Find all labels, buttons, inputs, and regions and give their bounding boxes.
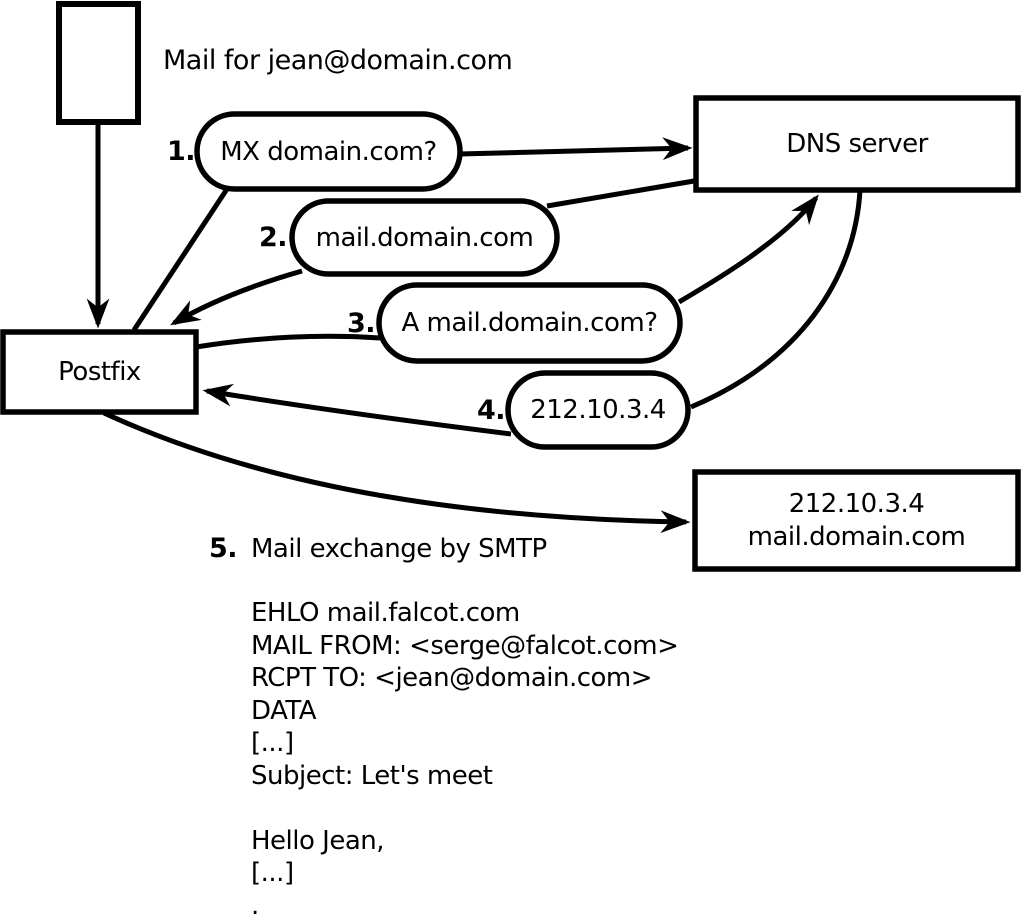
dns-server-box (693, 95, 1021, 193)
answer-mx-pill (289, 198, 560, 277)
arrow-smtp-to-mailserver (102, 410, 691, 534)
answer-mx-label: mail.domain.com (315, 222, 534, 253)
answer-a-label: 212.10.3.4 (530, 395, 666, 425)
postfix-label: Postfix (58, 357, 141, 387)
step-1-number: 1. (166, 135, 196, 167)
dns-server-label: DNS server (786, 129, 928, 159)
line-postfix-to-query-mx (131, 184, 232, 332)
mail-server-ip-label: 212.10.3.4 (788, 488, 925, 519)
line-dns-to-answer-mx (546, 178, 695, 209)
step-5-number: 5. (208, 533, 238, 564)
mail-server-box (692, 469, 1021, 572)
step-5-label: Mail exchange by SMTP (251, 533, 547, 564)
arrow-answer-a-to-postfix (202, 383, 512, 437)
diagram-title: Mail for jean@domain.com (163, 44, 513, 76)
step-4-number: 4. (476, 394, 506, 426)
query-a-label: A mail.domain.com? (401, 308, 659, 338)
arrow-answer-mx-to-postfix (170, 268, 303, 326)
query-a-pill (376, 282, 683, 364)
answer-a-pill (505, 370, 691, 450)
step-3-number: 3. (346, 307, 376, 339)
step-2-number: 2. (258, 221, 288, 253)
arrow-query-mx-to-dns (458, 137, 693, 161)
smtp-line: RCPT TO: <jean@domain.com> (251, 663, 653, 693)
smtp-line: Subject: Let's meet (251, 760, 493, 791)
arrow-query-a-to-dns (677, 194, 819, 305)
line-postfix-to-query-a (195, 333, 381, 350)
smtp-line: [...] (251, 858, 294, 888)
smtp-line: DATA (251, 695, 316, 726)
smtp-line: Hello Jean, (251, 825, 385, 856)
line-dns-to-answer-a (690, 189, 863, 410)
query-mx-pill (194, 111, 463, 192)
query-mx-label: MX domain.com? (220, 136, 437, 167)
smtp-line: [...] (251, 728, 294, 758)
postfix-box (0, 329, 199, 415)
smtp-session-block: EHLO mail.falcot.com MAIL FROM: <serge@f… (251, 597, 679, 919)
smtp-line (251, 792, 678, 825)
smtp-line: EHLO mail.falcot.com (251, 598, 520, 628)
smtp-line: . (251, 890, 259, 919)
mail-server-host-label: mail.domain.com (747, 521, 966, 552)
smtp-line: MAIL FROM: <serge@falcot.com> (251, 630, 679, 661)
sender-message-box (56, 1, 141, 125)
